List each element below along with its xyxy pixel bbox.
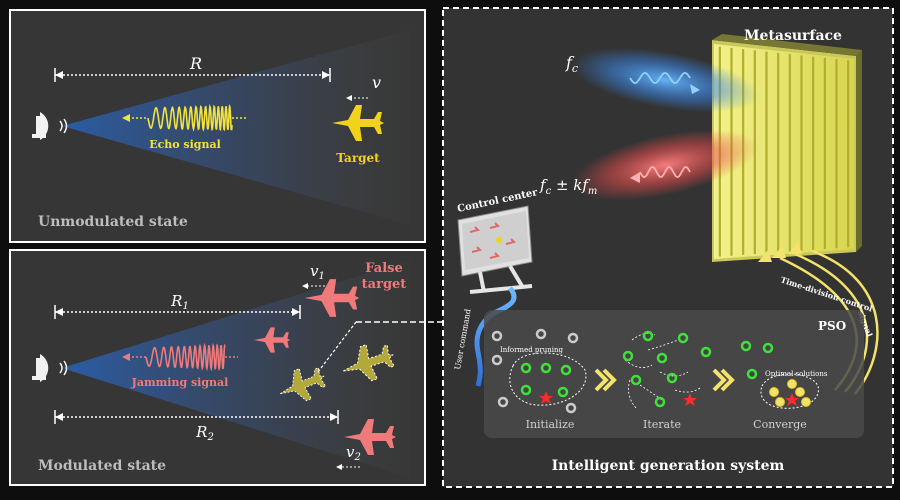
modulated-state-label: Modulated state [38,458,166,474]
range-label-r: R [189,54,202,73]
velocity-label-v1: v1 [310,262,325,282]
pso-iterate-cluster [622,330,712,409]
real-target-jet-2 [280,367,327,402]
radar-icon-top [32,112,68,140]
echo-signal-wave [122,103,246,132]
reflected-beam-red [571,129,759,201]
modulated-frequency-label: fc ± kfm [539,176,597,197]
pso-label: PSO [818,319,846,333]
modulated-panel: R1 R2 v1 v2 False target Jamming signal [9,249,426,486]
incident-beam-blue [571,47,759,113]
jamming-signal-label: Jamming signal [131,376,229,389]
range-label-r2: R2 [195,423,214,443]
velocity-label-v2: v2 [346,443,361,463]
real-target-jet-1 [343,343,395,382]
system-label: Intelligent generation system [552,458,785,474]
target-jet-icon [332,105,384,141]
target-label: Target [336,151,380,165]
false-target-jet-2 [253,327,291,353]
metasurface-label: Metasurface [744,28,842,44]
false-target-jet-1 [304,279,360,317]
chevron-right-icon [712,368,735,392]
radar-icon-bottom [32,354,68,382]
pso-converge-cluster [740,340,819,409]
carrier-frequency-label: fc [565,53,578,75]
carrier-wave-blue [629,72,691,84]
optimal-solutions-label: Optimal solutions [765,370,828,378]
chevron-right-icon [594,368,617,392]
radar-beam-cone-bottom [62,260,410,478]
iterate-label: Iterate [643,418,681,431]
false-target-label-line2: target [362,277,407,292]
false-target-jet-3 [344,419,396,455]
unmodulated-panel: R v Echo signal Target Unmodulated state [9,9,426,243]
pso-initialize-cluster [491,328,587,414]
range-label-r1: R1 [170,292,189,312]
modulated-wave-red [639,166,691,178]
initialize-label: Initialize [526,418,575,431]
unmodulated-state-label: Unmodulated state [38,214,188,230]
converge-label: Converge [753,418,807,431]
velocity-label-v: v [372,73,381,92]
jamming-signal-wave [122,342,238,372]
control-center-monitor [457,205,533,294]
radar-beam-cone-top [62,30,410,225]
intelligent-system-panel: Metasurface fc fc ± kfm Control center [442,7,894,488]
false-target-label-line1: False [365,261,402,276]
user-command-link [474,286,517,387]
informed-pruning-label: Informed pruning [500,346,564,354]
echo-signal-label: Echo signal [149,138,221,151]
